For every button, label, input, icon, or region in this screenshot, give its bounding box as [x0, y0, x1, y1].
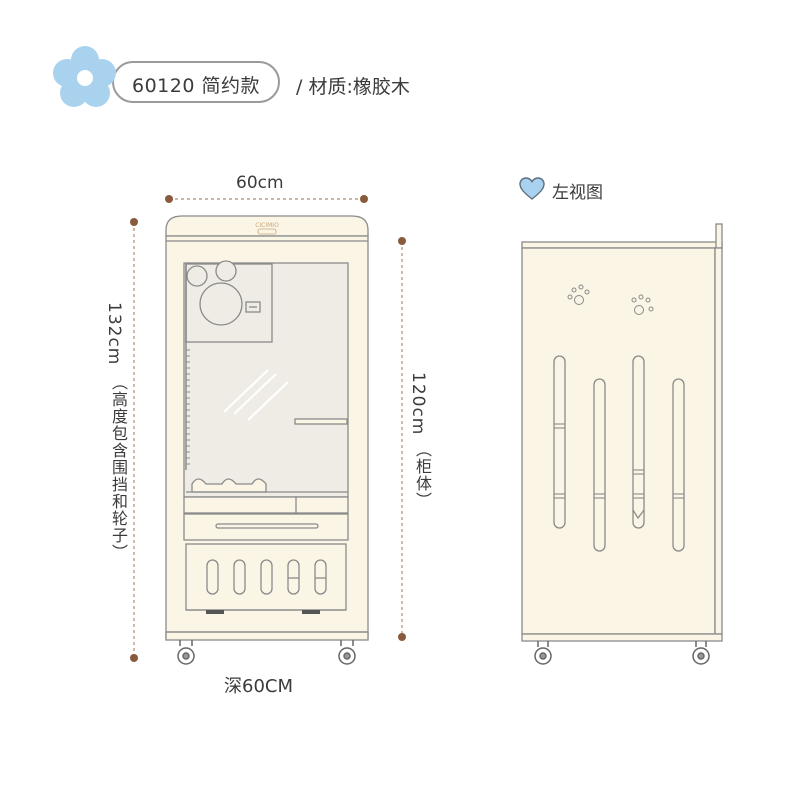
cabinet-height-label: 120cm	[408, 372, 428, 436]
total-height-note: （高度包含围挡和轮子）	[109, 374, 128, 561]
front-wheel-left	[177, 640, 195, 665]
side-door-edge	[714, 247, 723, 635]
cabinet-height-dimension-line	[398, 237, 406, 641]
front-view-cabinet	[165, 215, 369, 641]
total-height-dimension-line	[130, 218, 138, 662]
side-wheel-left	[534, 641, 552, 665]
side-body	[521, 247, 716, 635]
material-label: / 材质:橡胶木	[296, 76, 410, 98]
middle-panel	[183, 496, 349, 514]
side-wheel-right	[692, 641, 710, 665]
model-name: 60120 简约款	[132, 75, 260, 97]
right-shelf	[294, 418, 348, 425]
model-pill: 60120 简约款	[112, 61, 280, 103]
top-board	[165, 215, 369, 237]
cabinet-height-note: （柜体）	[413, 441, 432, 509]
side-top-board	[521, 241, 723, 249]
width-label: 60cm	[236, 173, 284, 193]
total-height-label: 132cm	[104, 302, 124, 366]
drawer-handle	[215, 523, 319, 529]
flower-icon	[53, 46, 116, 107]
side-view-cabinet	[521, 223, 723, 642]
side-view-title: 左视图	[552, 183, 603, 203]
side-base	[521, 633, 723, 642]
heart-icon	[519, 177, 545, 200]
depth-label: 深60CM	[224, 676, 294, 697]
paw-print-icon	[567, 284, 590, 305]
side-back-post	[715, 223, 723, 249]
cabinet-base	[165, 631, 369, 641]
front-wheel-right	[338, 640, 356, 665]
width-dimension-line	[165, 195, 368, 203]
brand-label: CICIMIO	[255, 222, 279, 229]
paw-print-icon	[631, 294, 654, 315]
